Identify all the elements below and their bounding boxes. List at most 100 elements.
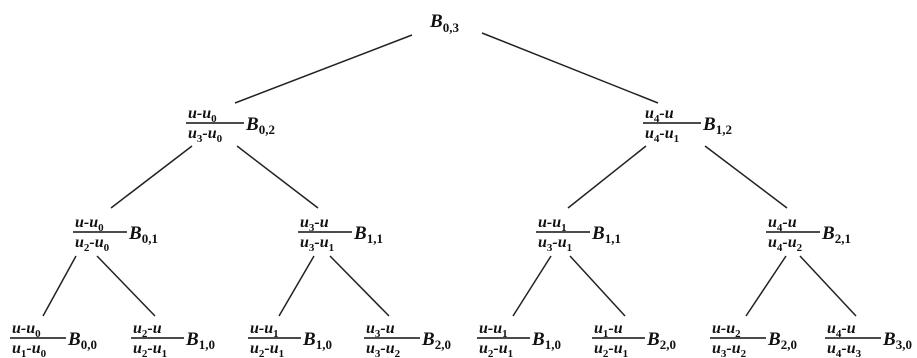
basis-function: B0,0 [67,329,97,352]
denominator-part-4: 1 [567,242,573,254]
denominator-part-2: 4 [654,133,660,145]
denominator-part-3: -u [726,340,740,357]
numerator-part-2: 2 [142,328,148,340]
denominator-part-4: 1 [623,348,629,358]
numerator-part-1: u [366,320,375,337]
numerator-part-2: 3 [309,222,315,234]
numerator: u-u0 [188,105,217,125]
numerator-part-3: -u [147,320,161,337]
denominator: u4-u3 [827,340,862,358]
denominator-part-1: u [712,340,721,357]
basis-function: B1,2 [702,114,732,137]
numerator: u-u2 [712,320,741,340]
numerator-part-1: u-u [75,214,98,231]
numerator: u4-u [645,105,674,125]
tree-edge-7 [42,255,77,317]
basis-subscript: 0,1 [142,231,158,246]
basis-function: B2,0 [767,329,797,352]
denominator-part-3: -u [782,234,796,251]
numerator-part-2: 1 [603,328,609,340]
denominator-part-3: -u [841,340,855,357]
denominator: u4-u2 [768,234,803,254]
basis-function: B1,1 [353,223,383,246]
numerator-part-1: u-u [188,105,211,122]
basis-letter: B [702,114,716,135]
basis-function: B2,1 [821,223,851,246]
tree-edge-2 [481,32,659,104]
basis-letter: B [646,329,660,350]
denominator-part-2: 2 [84,242,90,254]
denominator-part-1: u [366,340,375,357]
numerator-part-1: u [594,320,603,337]
numerator-part-1: u [827,320,836,337]
tree-edge-4 [236,145,319,209]
numerator-part-3: -u [380,320,394,337]
root-base: B [429,11,443,32]
root-node: B0,3 [429,11,459,35]
numerator: u-u0 [75,214,104,234]
basis-subscript: 1,0 [545,337,561,352]
tree-edge-5 [567,145,647,209]
tree-node-l3-4: u3-uu3-u2 B2,0 [364,320,451,358]
denominator-part-2: 1 [21,348,27,358]
denominator-part-3: -u [552,234,566,251]
denominator-part-3: -u [608,340,622,357]
denominator: u3-u1 [538,234,572,254]
numerator-part-1: u-u [712,320,735,337]
numerator-part-3: -u [782,214,796,231]
numerator: u-u1 [538,214,567,234]
basis-subscript: 2,0 [660,337,676,352]
numerator-part-3: -u [314,214,328,231]
tree-edge-9 [278,255,315,317]
denominator-part-2: 4 [836,348,842,358]
basis-function: B1,0 [302,329,332,352]
basis-function: B2,0 [646,329,676,352]
denominator-part-3: -u [202,125,216,142]
denominator: u2-u1 [479,340,513,358]
denominator-part-1: u [827,340,836,357]
denominator-part-4: 3 [856,348,862,358]
numerator: u2-u [133,320,162,340]
basis-function: B3,0 [882,329,912,352]
numerator: u4-u [827,320,856,340]
denominator: u1-u0 [12,340,47,358]
basis-letter: B [67,329,81,350]
denominator-part-2: 3 [197,133,203,145]
numerator-part-2: 0 [35,328,41,340]
numerator-part-3: -u [659,105,673,122]
tree-node-labels: B0,3 u-u0u3-u0B0,2u4-uu4-u1B1,2u-u0u2-u0… [10,11,912,358]
denominator-part-1: u [645,125,654,142]
numerator-part-2: 1 [561,222,567,234]
basis-subscript: 1,1 [605,231,621,246]
basis-subscript: 0,2 [259,122,275,137]
denominator: u3-u2 [366,340,401,358]
denominator: u3-u1 [300,234,334,254]
denominator-part-2: 3 [309,242,315,254]
basis-subscript: 2,0 [781,337,797,352]
root-sub: 0,3 [443,20,460,35]
basis-subscript: 2,1 [835,231,851,246]
denominator-part-1: u [133,340,142,357]
numerator: u3-u [366,320,395,340]
tree-edge-8 [96,255,156,317]
basis-letter: B [531,329,545,350]
numerator-part-1: u-u [479,320,502,337]
denominator-part-1: u [188,125,197,142]
basis-letter: B [591,223,605,244]
denominator-part-4: 1 [329,242,335,254]
denominator-part-2: 2 [259,348,265,358]
denominator-part-2: 3 [721,348,727,358]
basis-function: B2,0 [421,329,451,352]
numerator-part-2: 1 [502,328,508,340]
basis-letter: B [128,223,142,244]
numerator: u-u1 [250,320,279,340]
numerator: u-u1 [479,320,508,340]
numerator-part-2: 4 [777,222,783,234]
